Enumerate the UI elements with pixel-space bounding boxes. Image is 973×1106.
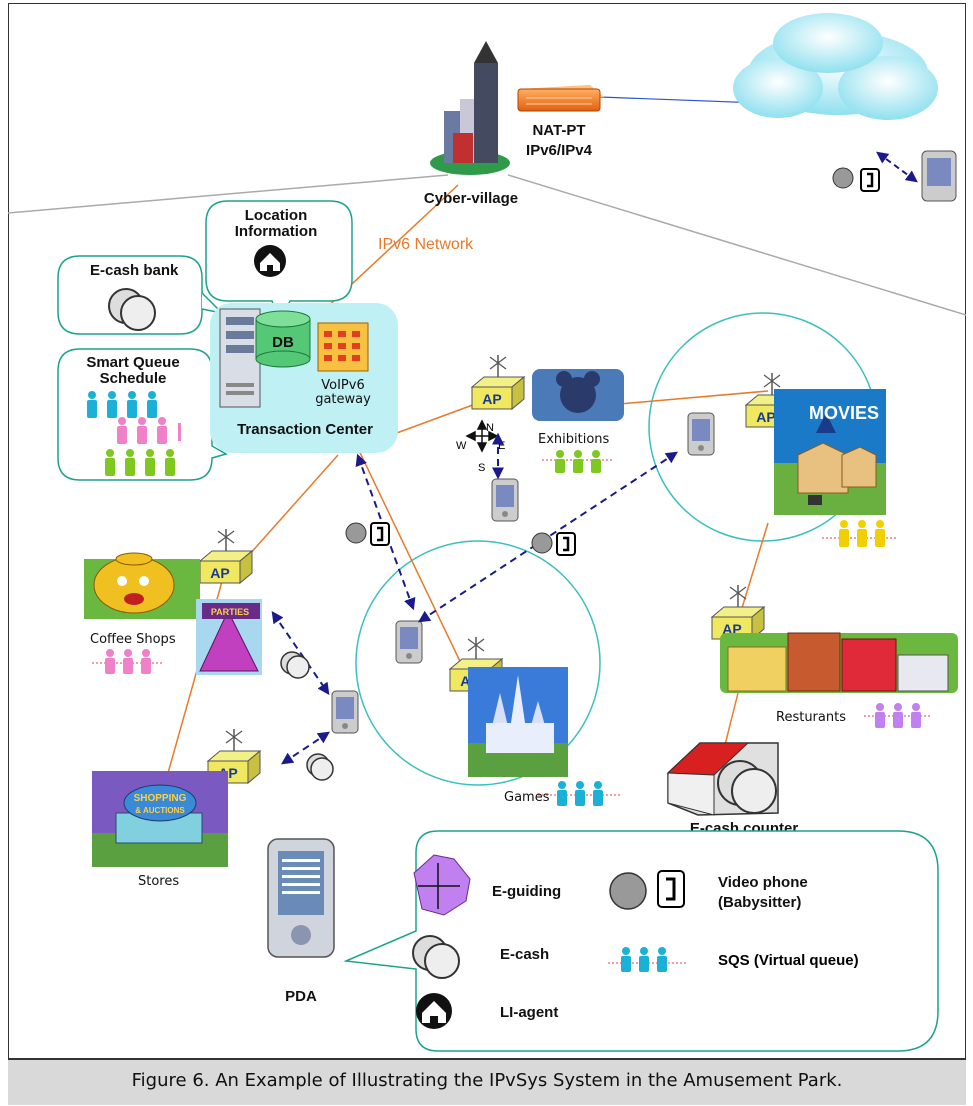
caption-bar: Figure 6. An Example of Illustrating the… xyxy=(8,1059,966,1105)
exhibitions-image xyxy=(532,369,624,421)
ipvsys-diagram: NAT-PT IPv6/IPv4 Cyber-village IPv6 Netw… xyxy=(8,3,966,1059)
nat-pt-sublabel: IPv6/IPv4 xyxy=(526,142,593,159)
access-point-3: AP xyxy=(198,529,254,585)
shopping-sign: SHOPPING xyxy=(134,793,187,804)
frame-border xyxy=(8,3,966,1059)
sqs-icon-legend xyxy=(608,947,688,972)
queue-games xyxy=(538,781,620,806)
wireless-links xyxy=(271,432,679,765)
e-guiding-icon xyxy=(413,854,471,916)
pda-device-1 xyxy=(687,412,715,456)
e-cash-icon-legend xyxy=(412,935,460,979)
pda-icon-legend xyxy=(267,838,335,958)
ap-label: AP xyxy=(210,565,229,581)
legend-callout xyxy=(343,830,939,1052)
ecash-bank-label: E-cash bank xyxy=(90,262,179,279)
queue-coffee xyxy=(92,649,164,674)
db-label: DB xyxy=(272,334,294,351)
queue-exhibitions xyxy=(542,450,614,473)
sqs-sublabel: Schedule xyxy=(100,370,167,387)
restaurants-image xyxy=(720,632,958,693)
compass-s: S xyxy=(478,462,485,474)
nat-pt-router xyxy=(517,85,604,112)
server-icon xyxy=(219,308,261,408)
video-phone-icon-b xyxy=(531,532,576,556)
li-agent-icon-legend xyxy=(416,993,452,1029)
remote-link xyxy=(876,151,918,183)
movies-image xyxy=(774,389,886,515)
exhibitions-label: Exhibitions xyxy=(538,432,610,447)
sqs-legend-bold: SQS xyxy=(718,952,750,969)
backbone-line-right xyxy=(507,174,966,316)
location-info-label: Location xyxy=(245,207,308,224)
pda-legend-label: PDA xyxy=(285,988,317,1005)
games-image xyxy=(468,667,568,777)
queue-restaurants xyxy=(864,703,932,728)
pda-device-3 xyxy=(395,620,423,664)
ap-label: AP xyxy=(756,409,775,425)
nat-cloud-link xyxy=(599,96,761,104)
backbone-line-left xyxy=(8,174,449,214)
ecash-counter-building xyxy=(666,742,779,816)
access-point-1: AP xyxy=(470,355,526,411)
transaction-center-label: Transaction Center xyxy=(237,421,373,438)
coffee-shops-label: Coffee Shops xyxy=(90,632,176,647)
parties-sign: PARTIES xyxy=(211,607,249,617)
internet-cloud xyxy=(733,13,938,120)
queue-cyan xyxy=(87,391,157,418)
compass-n: N xyxy=(486,422,494,434)
voip-gateway-sublabel: gateway xyxy=(315,392,371,407)
sqs-label: Smart Queue xyxy=(86,354,179,371)
compass-e: E xyxy=(498,440,505,452)
e-cash-label: E-cash xyxy=(500,946,549,963)
db-cylinder-icon xyxy=(255,310,311,368)
games-label: Games xyxy=(504,790,550,805)
coin-icon-a xyxy=(280,651,310,679)
ap-label: AP xyxy=(482,391,501,407)
coffee-shop-image xyxy=(84,552,200,619)
movies-sign: MOVIES xyxy=(809,403,879,423)
voip-gateway-icon xyxy=(317,322,369,372)
queue-pink xyxy=(117,417,181,444)
video-phone-sublabel: (Babysitter) xyxy=(718,894,801,911)
ipv6-network-label: IPv6 Network xyxy=(378,236,474,253)
cyber-village-buildings xyxy=(430,41,510,175)
coin-icon-b xyxy=(306,753,334,781)
location-info-sublabel: Information xyxy=(235,223,318,240)
access-point-4: AP xyxy=(710,585,766,641)
coin-icon-bank xyxy=(108,288,156,331)
pda-device-4 xyxy=(331,690,359,734)
shopping-sign-sub: & AUCTIONS xyxy=(135,806,185,815)
queue-green xyxy=(105,449,175,476)
restaurants-label: Resturants xyxy=(776,710,846,725)
callout-sqs xyxy=(57,348,228,481)
pda-remote xyxy=(921,150,957,202)
sqs-legend-label: SQS (Virtual queue) xyxy=(718,952,859,969)
nat-pt-label: NAT-PT xyxy=(532,122,585,139)
figure-frame: NAT-PT IPv6/IPv4 Cyber-village IPv6 Netw… xyxy=(8,3,966,1103)
video-phone-icon-legend xyxy=(609,870,685,910)
sqs-legend-rest: (Virtual queue) xyxy=(750,952,859,969)
e-guiding-label: E-guiding xyxy=(492,883,561,900)
stores-label: Stores xyxy=(138,874,179,889)
figure-caption: Figure 6. An Example of Illustrating the… xyxy=(131,1070,843,1091)
pda-device-2 xyxy=(491,478,519,522)
video-phone-icon-a xyxy=(345,522,390,546)
voip-gateway-label: VoIPv6 xyxy=(321,378,364,393)
stores-image xyxy=(92,771,228,867)
li-agent-label: LI-agent xyxy=(500,1004,558,1021)
home-icon-location xyxy=(254,245,286,277)
video-phone-label: Video phone xyxy=(718,874,808,891)
cyber-village-label: Cyber-village xyxy=(424,190,518,207)
queue-movies xyxy=(822,520,896,547)
compass-w: W xyxy=(456,440,467,452)
video-phone-icon-remote xyxy=(832,167,880,192)
parties-image xyxy=(196,599,262,675)
